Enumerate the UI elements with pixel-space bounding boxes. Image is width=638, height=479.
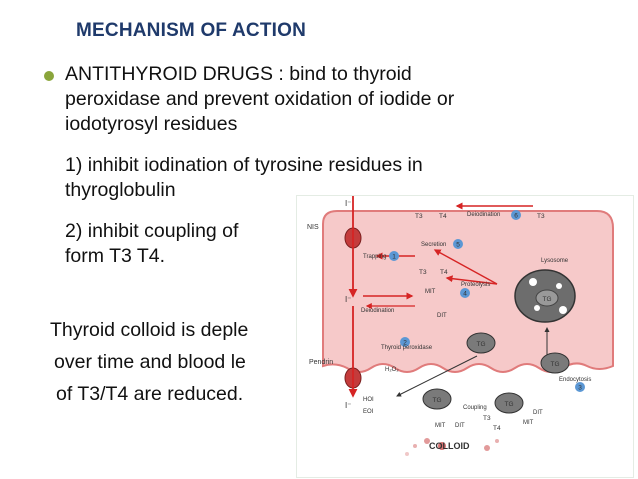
step-5: 5 — [456, 242, 460, 249]
hoi-label: HOI — [363, 397, 374, 403]
dit-bottom-label: DIT — [455, 423, 465, 429]
tg-cell-label: TG — [476, 341, 485, 348]
t4-bottom-label: T4 — [493, 425, 501, 432]
lysosome-label: Lysosome — [541, 258, 569, 264]
colloid-line-2: over time and blood le — [54, 351, 246, 373]
iodide-mid-label: I⁻ — [345, 295, 351, 304]
bullet-line-2: peroxidase and prevent oxidation of iodi… — [65, 88, 455, 110]
tg-endo-label: TG — [550, 361, 559, 368]
mit-bottom-label: MIT — [435, 423, 446, 429]
sub-point-2-line-1: 2) inhibit coupling of — [65, 220, 239, 242]
step-6: 6 — [514, 213, 518, 220]
slide-title: MECHANISM OF ACTION — [76, 20, 307, 41]
trapping-label: Trapping — [363, 254, 386, 260]
iodide-pendrin-label: I⁻ — [345, 401, 351, 410]
t3-bottom-label: T3 — [483, 415, 491, 422]
tg-lysosome-label: TG — [542, 296, 551, 303]
deiodination-mid-label: Deiodination — [361, 308, 394, 314]
colloid-blob — [405, 438, 499, 456]
step-1: 1 — [392, 254, 396, 261]
thyroid-hormone-synthesis-diagram: TG 1 2 3 4 5 — [296, 195, 634, 478]
colloid-line-1: Thyroid colloid is deple — [50, 319, 249, 341]
endocytosis-label: Endocytosis — [559, 377, 591, 383]
t3-top-label: T3 — [415, 213, 423, 220]
proteolysis-label: Proteolysis — [461, 282, 490, 288]
tg-left-label: TG — [432, 397, 441, 404]
dit-label: DIT — [437, 313, 447, 319]
bullet-icon — [44, 71, 54, 81]
t4-mid-label: T4 — [440, 269, 448, 276]
mit-right-label: MIT — [523, 420, 534, 426]
thyroid-peroxidase-label: Thyroid peroxidase — [381, 345, 433, 351]
tg-right-label: TG — [504, 401, 513, 408]
mit-label: MIT — [425, 289, 436, 295]
nis-label: NIS — [307, 224, 319, 231]
iodide-top-label: I⁻ — [345, 199, 351, 208]
colloid-line-3: of T3/T4 are reduced. — [56, 383, 244, 405]
sub-point-2-line-2: form T3 T4. — [65, 245, 166, 267]
bullet-line-3: iodotyrosyl residues — [65, 113, 238, 135]
secretion-label: Secretion — [421, 242, 446, 248]
colloid-label: COLLOID — [429, 441, 470, 451]
t3-top-right-label: T3 — [537, 213, 545, 220]
step-3: 3 — [578, 385, 582, 392]
t4-top-label: T4 — [439, 213, 447, 220]
diagram-svg: TG 1 2 3 4 5 — [307, 196, 614, 456]
h2o2-label: H₂O₂ — [385, 367, 399, 373]
deiodination-top-label: Deiodination — [467, 212, 500, 218]
eoi-label: EOI — [363, 409, 374, 415]
dit-right-label: DIT — [533, 410, 543, 416]
bullet-line-1: ANTITHYROID DRUGS : bind to thyroid — [65, 63, 412, 85]
pendrin-label: Pendrin — [309, 359, 333, 366]
step-4: 4 — [463, 291, 467, 298]
coupling-label: Coupling — [463, 405, 487, 411]
sub-point-1-line-1: 1) inhibit iodination of tyrosine residu… — [65, 154, 423, 176]
t3-mid-label: T3 — [419, 269, 427, 276]
sub-point-1-line-2: thyroglobulin — [65, 179, 176, 201]
step-2: 2 — [403, 340, 407, 347]
